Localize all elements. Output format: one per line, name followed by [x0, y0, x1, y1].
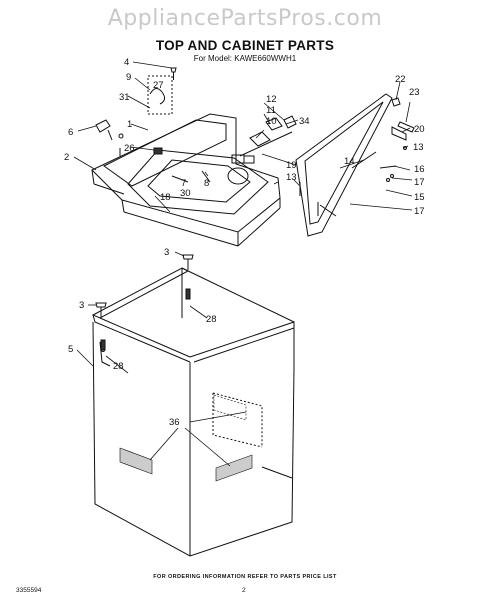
- cabinet: [91, 267, 295, 557]
- callout-11: 11: [266, 105, 276, 116]
- callout-36: 36: [169, 417, 180, 428]
- callout-26: 26: [124, 143, 135, 154]
- cabinet-pads: [119, 394, 253, 482]
- callout-20: 20: [414, 124, 425, 135]
- callout-10: 10: [266, 116, 277, 127]
- callout-1: 1: [127, 119, 132, 130]
- callout-7: 7: [181, 178, 186, 189]
- callout-15: 15: [414, 192, 425, 203]
- callout-16: 16: [414, 164, 425, 175]
- callout-30: 30: [180, 188, 191, 199]
- top-screws: [95, 67, 177, 156]
- washer-lid: [295, 93, 393, 237]
- callout-8: 8: [204, 178, 209, 189]
- callout-22: 22: [395, 74, 406, 85]
- callout-13-right: 13: [413, 142, 424, 153]
- callout-3-upper: 3: [164, 247, 169, 258]
- callout-28-lower: 28: [113, 361, 124, 372]
- callout-19: 19: [286, 160, 297, 171]
- page-title: TOP AND CABINET PARTS: [155, 38, 335, 53]
- callout-6: 6: [68, 127, 73, 138]
- model-line: For Model: KAWE660WWH1: [193, 54, 297, 63]
- callout-28-upper: 28: [206, 314, 217, 325]
- callout-27: 27: [153, 80, 164, 91]
- callout-4: 4: [124, 57, 129, 68]
- callout-31: 31: [119, 92, 130, 103]
- lid-hinge-parts: [239, 115, 319, 216]
- callout-23: 23: [409, 87, 420, 98]
- washer-top: [91, 113, 281, 247]
- callout-17-upper: 17: [414, 177, 425, 188]
- watermark: AppliancePartsPros.com: [107, 6, 383, 31]
- document-number: 3355594: [16, 587, 42, 594]
- callout-9: 9: [126, 72, 131, 83]
- lid-small-parts: [379, 97, 415, 182]
- callout-13-left: 13: [286, 172, 297, 183]
- ordering-note: FOR ORDERING INFORMATION REFER TO PARTS …: [153, 574, 337, 580]
- callout-12: 12: [266, 94, 277, 105]
- callout-2: 2: [64, 152, 69, 163]
- callout-17-lower: 17: [414, 206, 425, 217]
- callout-5: 5: [68, 344, 73, 355]
- callout-18: 18: [160, 192, 171, 203]
- leader-lines: [73, 61, 413, 467]
- callout-3-lower: 3: [79, 300, 84, 311]
- callout-34: 34: [299, 116, 310, 127]
- callout-14: 14: [344, 156, 355, 167]
- page-number: 2: [242, 587, 246, 594]
- callout-numbers: 4 27 9 31 1 6 26 2 7 8 30 18 12 11 10 34…: [64, 57, 425, 428]
- cabinet-screws: [95, 254, 194, 351]
